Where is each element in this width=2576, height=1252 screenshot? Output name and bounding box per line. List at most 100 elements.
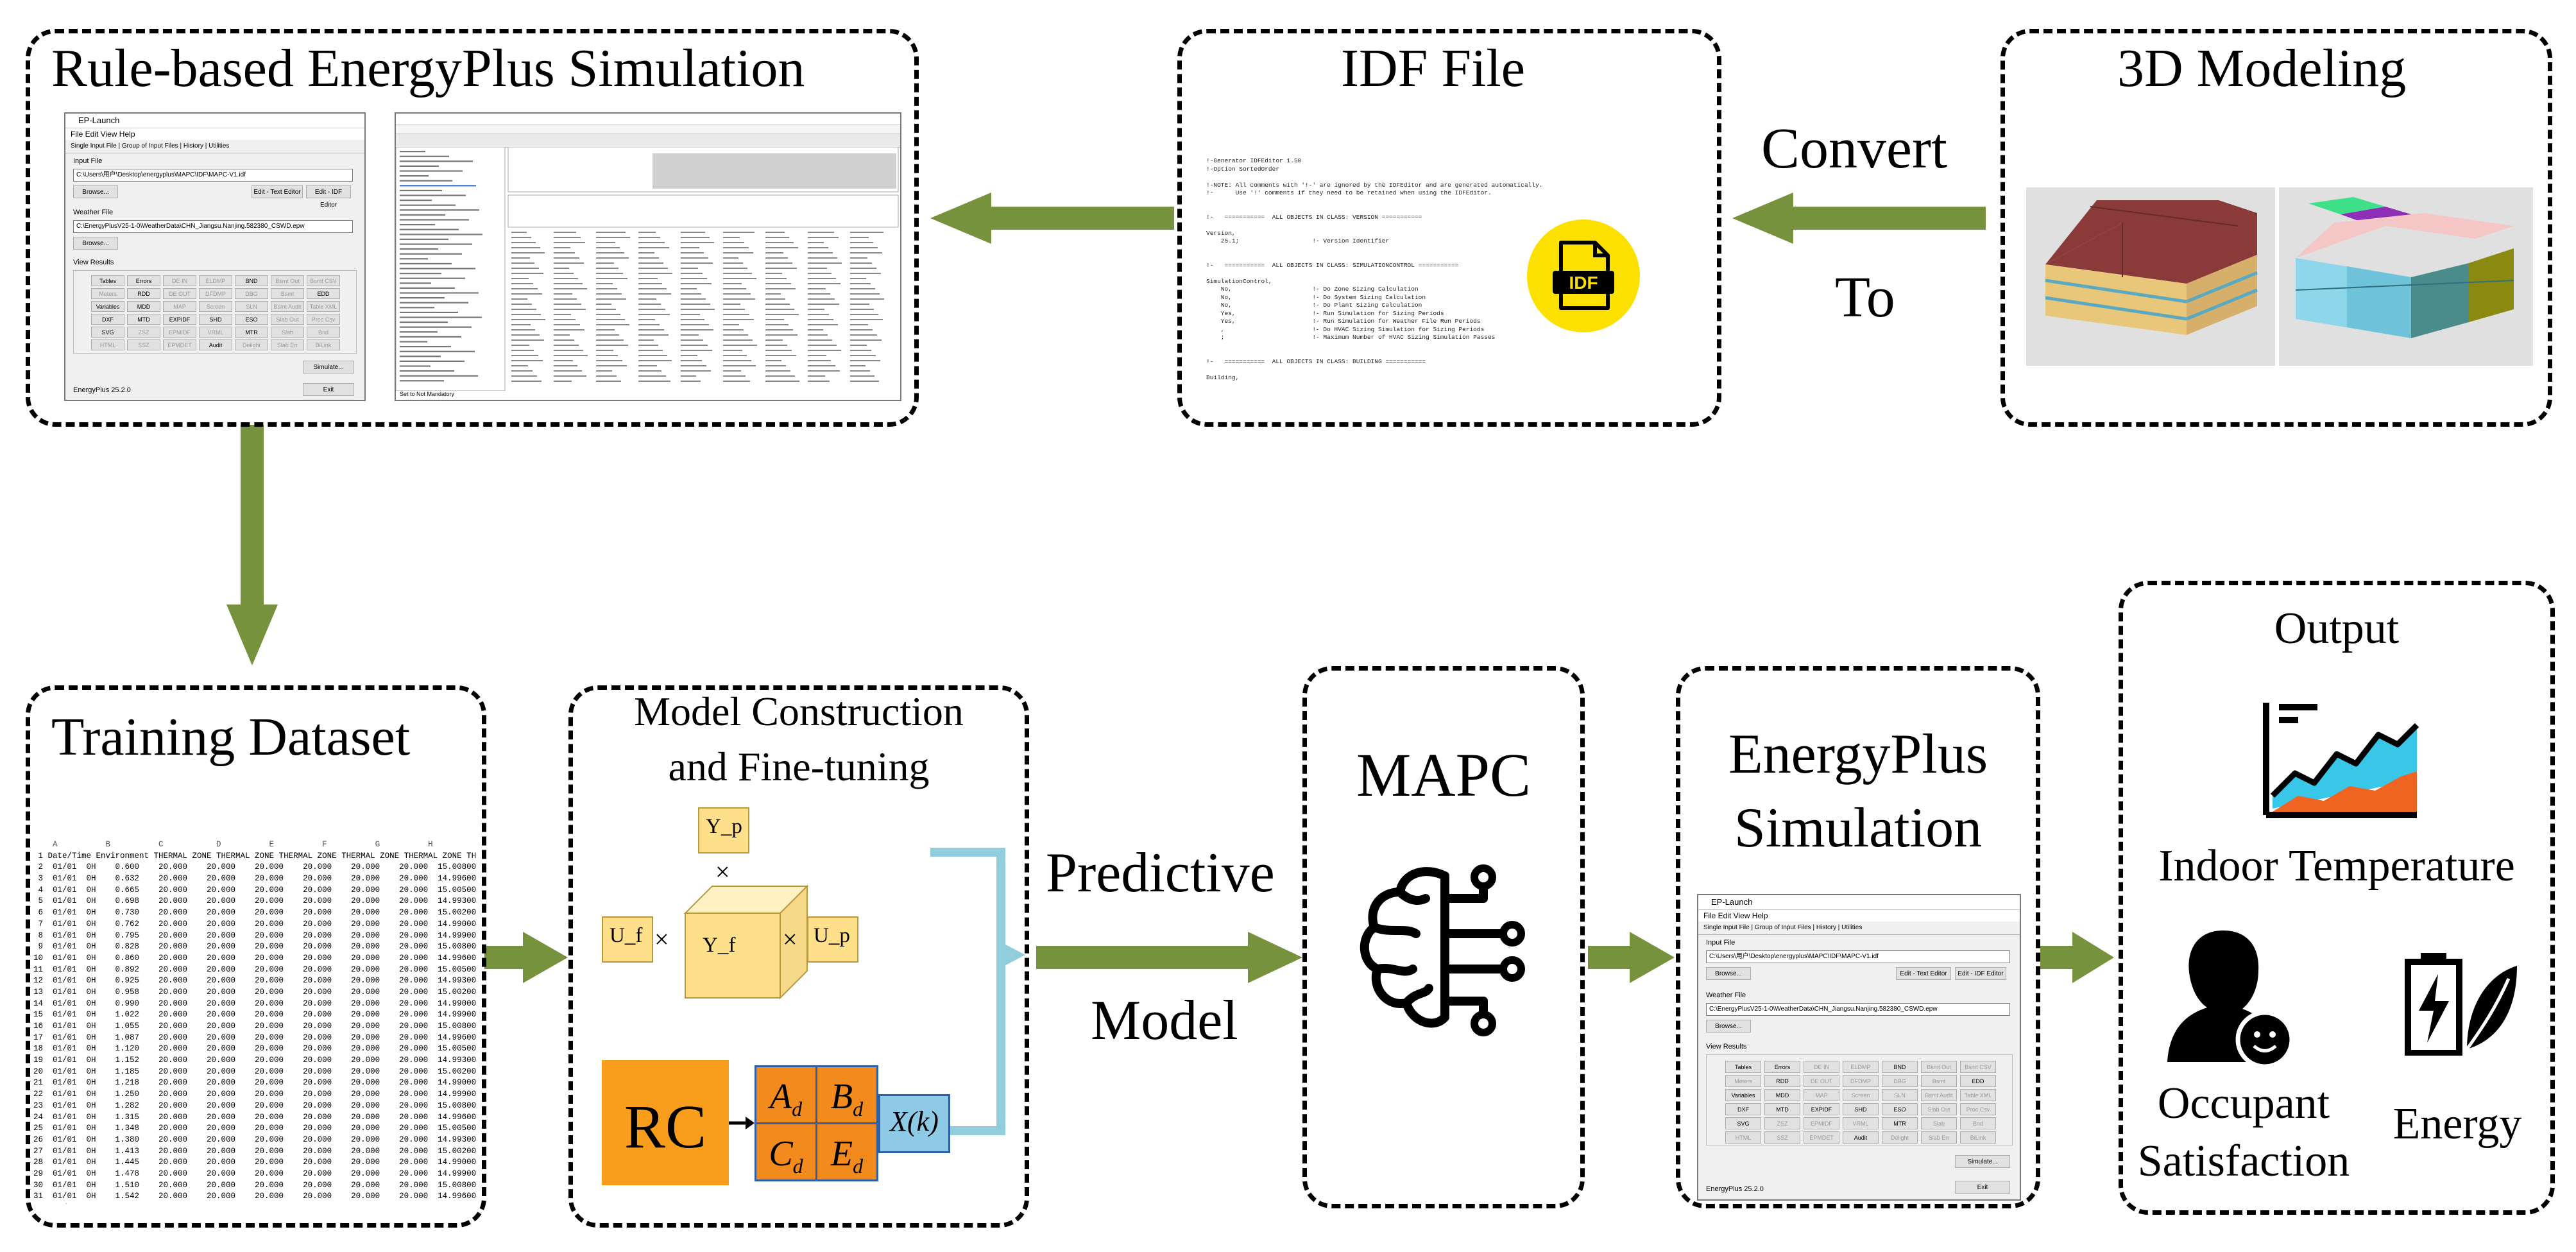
large-results-button[interactable]: EPMIDF <box>1804 1117 1839 1129</box>
ep-launch-tabs-large[interactable]: Single Input File | Group of Input Files… <box>1698 922 2020 935</box>
small-results-button[interactable]: Screen <box>199 301 232 312</box>
large-results-button[interactable]: Table XML <box>1960 1089 1996 1101</box>
small-results-button[interactable]: EPMIDF <box>163 327 196 338</box>
small-results-button[interactable]: Bsmt <box>271 288 304 299</box>
input-file-field[interactable]: C:\Users\用户\Desktop\energyplus\MAPC\IDF\… <box>73 169 353 182</box>
small-results-button[interactable]: ESO <box>235 314 268 325</box>
small-results-button[interactable]: EDD <box>307 288 340 299</box>
large-results-button[interactable]: EXPIDF <box>1804 1103 1839 1115</box>
edit-text-button[interactable]: Edit - Text Editor <box>252 185 303 198</box>
large-results-button[interactable]: DE OUT <box>1804 1075 1839 1087</box>
large-results-button[interactable]: Meters <box>1725 1075 1761 1087</box>
large-results-button[interactable]: MTD <box>1764 1103 1800 1115</box>
small-results-button[interactable]: DFDMP <box>199 288 232 299</box>
large-results-button[interactable]: BND <box>1882 1061 1918 1073</box>
small-results-button[interactable]: EPMDET <box>163 339 196 350</box>
weather-file-field[interactable]: C:\EnergyPlusV25-1-0\WeatherData\CHN_Jia… <box>73 220 353 233</box>
ep-launch-tabs[interactable]: Single Input File | Group of Input Files… <box>65 140 364 153</box>
small-results-button[interactable]: RDD <box>127 288 160 299</box>
large-results-button[interactable]: MAP <box>1804 1089 1839 1101</box>
small-results-button[interactable]: Bsmt CSV <box>307 275 340 286</box>
small-results-button[interactable]: Variables <box>91 301 124 312</box>
large-results-button[interactable]: Slab Out <box>1921 1103 1957 1115</box>
small-results-button[interactable]: Slab <box>271 327 304 338</box>
large-results-button[interactable]: SVG <box>1725 1117 1761 1129</box>
small-results-button[interactable]: MTR <box>235 327 268 338</box>
large-results-button[interactable]: Bnd <box>1960 1117 1996 1129</box>
small-results-button[interactable]: Meters <box>91 288 124 299</box>
small-results-button[interactable]: Audit <box>199 339 232 350</box>
small-results-button[interactable]: DBG <box>235 288 268 299</box>
large-results-button[interactable]: Proc Csv <box>1960 1103 1996 1115</box>
large-results-button[interactable]: DXF <box>1725 1103 1761 1115</box>
large-results-button[interactable]: EPMDET <box>1804 1131 1839 1144</box>
large-results-button[interactable]: BiLink <box>1960 1131 1996 1144</box>
large-results-button[interactable]: Slab <box>1921 1117 1957 1129</box>
large-results-button[interactable]: DE IN <box>1804 1061 1839 1073</box>
large-results-button[interactable]: Bsmt <box>1921 1075 1957 1087</box>
small-results-button[interactable]: MTD <box>127 314 160 325</box>
small-results-button[interactable]: DE OUT <box>163 288 196 299</box>
large-results-button[interactable]: Bsmt Audit <box>1921 1089 1957 1101</box>
edit-idf-button-large[interactable]: Edit - IDF Editor <box>1955 967 2006 980</box>
small-results-button[interactable]: DE IN <box>163 275 196 286</box>
input-file-field-large[interactable]: C:\Users\用户\Desktop\energyplus\MAPC\IDF\… <box>1706 950 2010 963</box>
large-results-button[interactable]: Variables <box>1725 1089 1761 1101</box>
weather-file-field-large[interactable]: C:\EnergyPlusV25-1-0\WeatherData\CHN_Jia… <box>1706 1003 2010 1016</box>
simulate-button-large[interactable]: Simulate... <box>1955 1155 2010 1168</box>
small-results-button[interactable]: ELDMP <box>199 275 232 286</box>
large-results-button[interactable]: VRML <box>1843 1117 1879 1129</box>
small-results-button[interactable]: SHD <box>199 314 232 325</box>
large-results-button[interactable]: Bsmt Out <box>1921 1061 1957 1073</box>
small-results-button[interactable]: Errors <box>127 275 160 286</box>
small-results-button[interactable]: DXF <box>91 314 124 325</box>
edit-text-button-large[interactable]: Edit - Text Editor <box>1896 967 1951 980</box>
small-results-button[interactable]: SLN <box>235 301 268 312</box>
small-results-button[interactable]: BND <box>235 275 268 286</box>
exit-button-large[interactable]: Exit <box>1955 1181 2010 1194</box>
browse-weather-button[interactable]: Browse... <box>73 237 118 250</box>
large-results-button[interactable]: ELDMP <box>1843 1061 1879 1073</box>
large-results-button[interactable]: ESO <box>1882 1103 1918 1115</box>
small-results-button[interactable]: Bsmt Audit <box>271 301 304 312</box>
large-results-button[interactable]: HTML <box>1725 1131 1761 1144</box>
large-results-button[interactable]: Slab Err <box>1921 1131 1957 1144</box>
large-results-button[interactable]: SSZ <box>1764 1131 1800 1144</box>
small-results-button[interactable]: EXPIDF <box>163 314 196 325</box>
edit-idf-button[interactable]: Edit - IDF Editor <box>306 185 351 209</box>
small-results-button[interactable]: Slab Err <box>271 339 304 350</box>
large-results-button[interactable]: SLN <box>1882 1089 1918 1101</box>
small-results-button[interactable]: ZSZ <box>127 327 160 338</box>
small-results-button[interactable]: Bnd <box>307 327 340 338</box>
small-results-button[interactable]: SVG <box>91 327 124 338</box>
browse-input-button-large[interactable]: Browse... <box>1706 967 1751 980</box>
small-results-button[interactable]: SSZ <box>127 339 160 350</box>
small-results-button[interactable]: Table XML <box>307 301 340 312</box>
large-results-button[interactable]: RDD <box>1764 1075 1800 1087</box>
large-results-button[interactable]: DFDMP <box>1843 1075 1879 1087</box>
small-results-button[interactable]: Tables <box>91 275 124 286</box>
browse-input-button[interactable]: Browse... <box>73 185 118 198</box>
large-results-button[interactable]: Errors <box>1764 1061 1800 1073</box>
large-results-button[interactable]: MDD <box>1764 1089 1800 1101</box>
small-results-button[interactable]: Delight <box>235 339 268 350</box>
small-results-button[interactable]: BiLink <box>307 339 340 350</box>
small-results-button[interactable]: MAP <box>163 301 196 312</box>
large-results-button[interactable]: Bsmt CSV <box>1960 1061 1996 1073</box>
large-results-button[interactable]: Tables <box>1725 1061 1761 1073</box>
large-results-button[interactable]: Screen <box>1843 1089 1879 1101</box>
large-results-button[interactable]: SHD <box>1843 1103 1879 1115</box>
large-results-button[interactable]: EDD <box>1960 1075 1996 1087</box>
large-results-button[interactable]: DBG <box>1882 1075 1918 1087</box>
small-results-button[interactable]: MDD <box>127 301 160 312</box>
large-results-button[interactable]: Delight <box>1882 1131 1918 1144</box>
small-results-button[interactable]: VRML <box>199 327 232 338</box>
small-results-button[interactable]: HTML <box>91 339 124 350</box>
small-results-button[interactable]: Proc Csv <box>307 314 340 325</box>
large-results-button[interactable]: MTR <box>1882 1117 1918 1129</box>
exit-button[interactable]: Exit <box>303 383 354 396</box>
large-results-button[interactable]: ZSZ <box>1764 1117 1800 1129</box>
browse-weather-button-large[interactable]: Browse... <box>1706 1020 1751 1033</box>
small-results-button[interactable]: Slab Out <box>271 314 304 325</box>
simulate-button[interactable]: Simulate... <box>303 361 354 373</box>
